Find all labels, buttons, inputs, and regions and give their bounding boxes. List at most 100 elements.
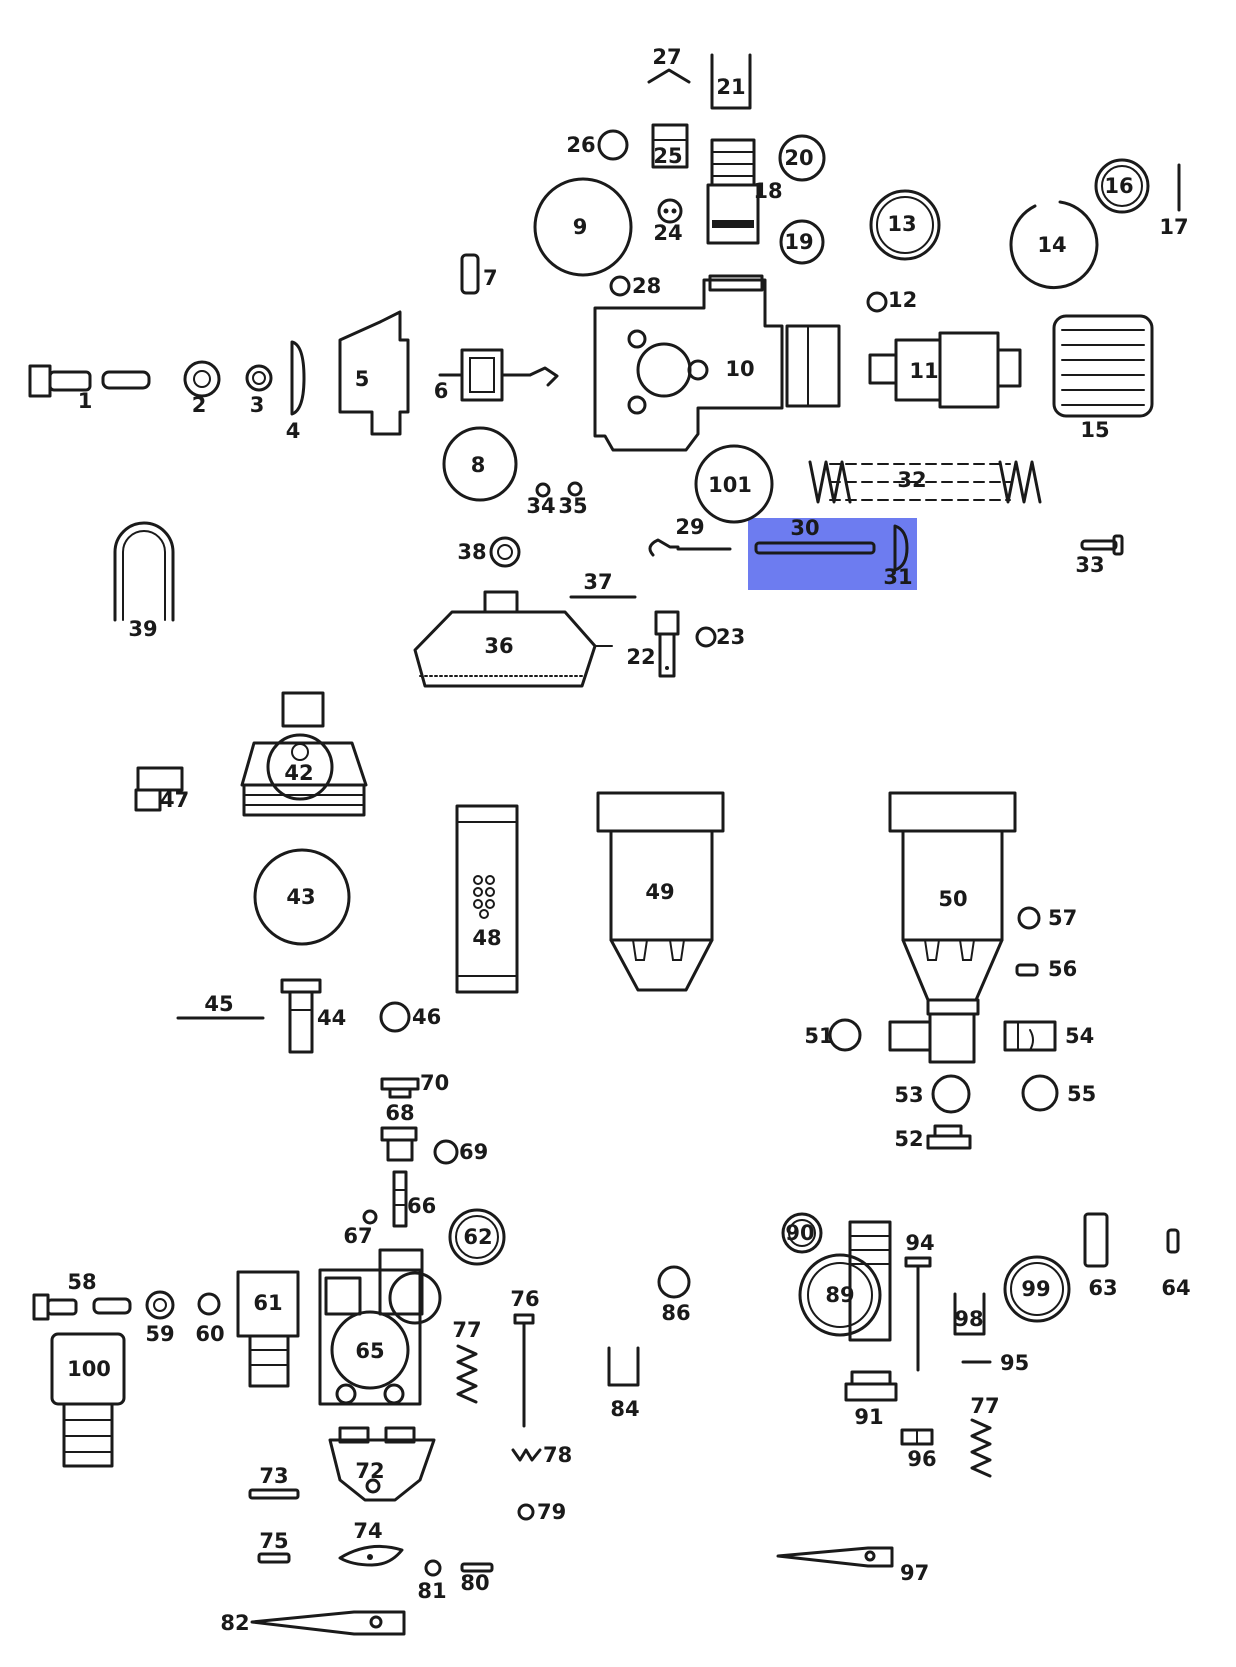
label-74: 74 (353, 1519, 382, 1543)
label-25: 25 (653, 144, 682, 168)
label-45: 45 (204, 992, 233, 1016)
part-67 (362, 1209, 378, 1225)
part-57 (1017, 906, 1041, 930)
part-61 (236, 1270, 300, 1388)
part-48 (455, 804, 519, 994)
label-69: 69 (459, 1140, 488, 1164)
label-47: 47 (160, 788, 189, 812)
label-33: 33 (1075, 553, 1104, 577)
part-64 (1166, 1228, 1180, 1254)
label-76: 76 (510, 1287, 539, 1311)
label-14: 14 (1037, 233, 1066, 257)
label-95: 95 (1000, 1351, 1029, 1375)
label-11: 11 (909, 359, 938, 383)
part-49 (596, 791, 725, 992)
part-7 (460, 253, 480, 295)
label-27: 27 (652, 45, 681, 69)
label-62: 62 (463, 1225, 492, 1249)
label-90: 90 (785, 1221, 814, 1245)
label-58: 58 (67, 1270, 96, 1294)
part-2 (183, 360, 221, 398)
part-33 (1080, 534, 1124, 556)
label-89: 89 (825, 1283, 854, 1307)
part-77a (456, 1344, 478, 1404)
label-19: 19 (784, 230, 813, 254)
label-64: 64 (1161, 1276, 1190, 1300)
label-51: 51 (804, 1024, 833, 1048)
label-98: 98 (954, 1307, 983, 1331)
part-81 (424, 1559, 442, 1577)
callouts: 1 2 3 4 5 6 7 8 9 10 11 12 13 14 15 16 1… (67, 45, 1191, 1635)
part-99 (1003, 1255, 1071, 1323)
label-82: 82 (220, 1611, 249, 1635)
label-37: 37 (583, 570, 612, 594)
part-30 (754, 541, 876, 555)
part-10 (593, 274, 841, 452)
part-42 (240, 691, 368, 817)
part-78 (511, 1448, 542, 1462)
label-5: 5 (355, 367, 370, 391)
part-65 (318, 1248, 442, 1406)
label-28: 28 (632, 274, 661, 298)
part-23 (695, 626, 717, 648)
label-29: 29 (675, 515, 704, 539)
part-12 (866, 291, 888, 313)
label-50: 50 (938, 887, 967, 911)
label-48: 48 (472, 926, 501, 950)
part-26 (597, 129, 629, 161)
part-36 (413, 590, 613, 688)
label-101: 101 (708, 473, 752, 497)
part-31 (893, 524, 909, 572)
label-22: 22 (626, 645, 655, 669)
part-82 (250, 1610, 406, 1636)
part-72 (328, 1426, 436, 1502)
part-24 (657, 198, 683, 224)
part-4 (290, 340, 306, 416)
part-21 (710, 53, 752, 110)
label-61: 61 (253, 1291, 282, 1315)
part-97 (776, 1546, 894, 1568)
label-94: 94 (905, 1231, 934, 1255)
label-99: 99 (1021, 1277, 1050, 1301)
part-44 (280, 978, 322, 1054)
label-66: 66 (407, 1194, 436, 1218)
label-30: 30 (790, 516, 819, 540)
part-9 (533, 177, 633, 277)
label-24: 24 (653, 221, 682, 245)
part-35 (567, 481, 583, 497)
label-16: 16 (1104, 174, 1133, 198)
label-13: 13 (887, 212, 916, 236)
label-65: 65 (355, 1339, 384, 1363)
part-15 (1052, 314, 1154, 418)
label-43: 43 (286, 885, 315, 909)
label-81: 81 (417, 1579, 446, 1603)
part-16 (1094, 158, 1150, 214)
part-14 (1009, 200, 1099, 290)
part-59 (145, 1290, 175, 1320)
part-86 (657, 1265, 691, 1299)
label-4: 4 (286, 419, 301, 443)
part-47 (134, 766, 184, 812)
label-70: 70 (420, 1071, 449, 1095)
label-2: 2 (192, 393, 207, 417)
label-100: 100 (67, 1357, 111, 1381)
part-56 (1015, 963, 1039, 977)
label-44: 44 (317, 1006, 346, 1030)
label-6: 6 (434, 379, 449, 403)
label-57: 57 (1048, 906, 1077, 930)
part-25 (651, 123, 689, 169)
label-75: 75 (259, 1529, 288, 1553)
label-86: 86 (661, 1301, 690, 1325)
part-75 (257, 1552, 291, 1564)
part-6 (438, 348, 559, 402)
label-36: 36 (484, 634, 513, 658)
part-29 (648, 538, 732, 557)
label-56: 56 (1048, 957, 1077, 981)
label-42: 42 (284, 761, 313, 785)
label-97: 97 (900, 1561, 929, 1585)
label-77a: 77 (452, 1318, 481, 1342)
label-54: 54 (1065, 1024, 1094, 1048)
part-22 (654, 610, 680, 678)
label-59: 59 (145, 1322, 174, 1346)
label-12: 12 (888, 288, 917, 312)
